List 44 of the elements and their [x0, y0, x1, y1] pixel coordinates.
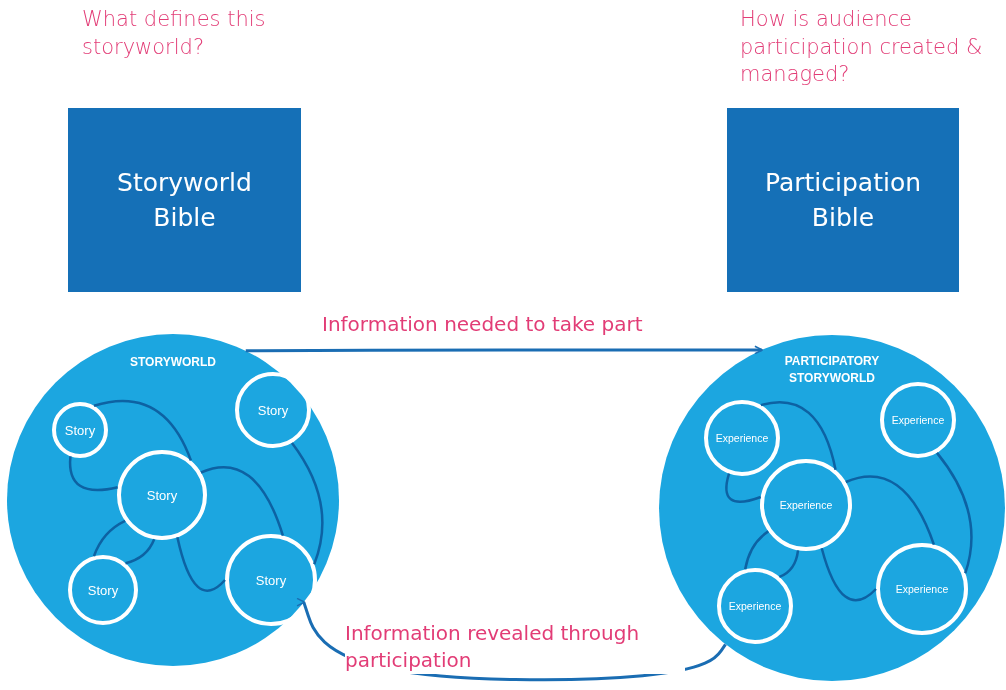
item-label: Experience [714, 432, 770, 444]
item-circle [876, 543, 968, 635]
connector-line [93, 399, 193, 461]
question-text: How is audience participation created & managed? [740, 6, 984, 89]
item-label: Experience [894, 583, 950, 595]
item-circle [704, 400, 780, 476]
item-label: Story [256, 402, 290, 418]
item-label: Story [86, 582, 120, 598]
box-title: Participation Bible [763, 167, 923, 234]
item-label: Story [145, 487, 179, 503]
bible-box [727, 108, 959, 292]
item-circle [235, 372, 311, 448]
world-circle [7, 334, 339, 666]
connector-line [68, 456, 118, 492]
connector-line [125, 538, 156, 565]
item-label: Experience [778, 499, 834, 511]
question-text: What defines this storyworld? [82, 6, 267, 61]
world-title: PARTICIPATORY STORYWORLD [783, 353, 881, 388]
connector-line [92, 519, 126, 557]
item-circle [225, 534, 317, 626]
item-label: Experience [890, 414, 946, 426]
connector-line [845, 475, 936, 545]
world-circle [659, 335, 1005, 681]
connector-line [176, 537, 226, 592]
box-title: Storyworld Bible [116, 167, 253, 234]
connector-line [936, 452, 973, 574]
item-circle [52, 402, 108, 458]
connector-line [820, 547, 877, 602]
world-title: STORYWORLD [129, 354, 217, 371]
item-circle [717, 568, 793, 644]
connector-line [760, 401, 837, 471]
connector-line [725, 473, 762, 503]
item-label: Experience [727, 600, 783, 612]
connector-line [778, 550, 800, 579]
connector-line [743, 530, 770, 570]
bible-box [68, 108, 301, 292]
item-circle [117, 450, 207, 540]
item-label: Story [254, 572, 288, 588]
connector-line [200, 466, 285, 536]
item-circle [760, 459, 852, 551]
arrow [244, 345, 764, 355]
item-circle [68, 555, 138, 625]
item-label: Story [63, 422, 97, 438]
item-circle [880, 382, 956, 458]
